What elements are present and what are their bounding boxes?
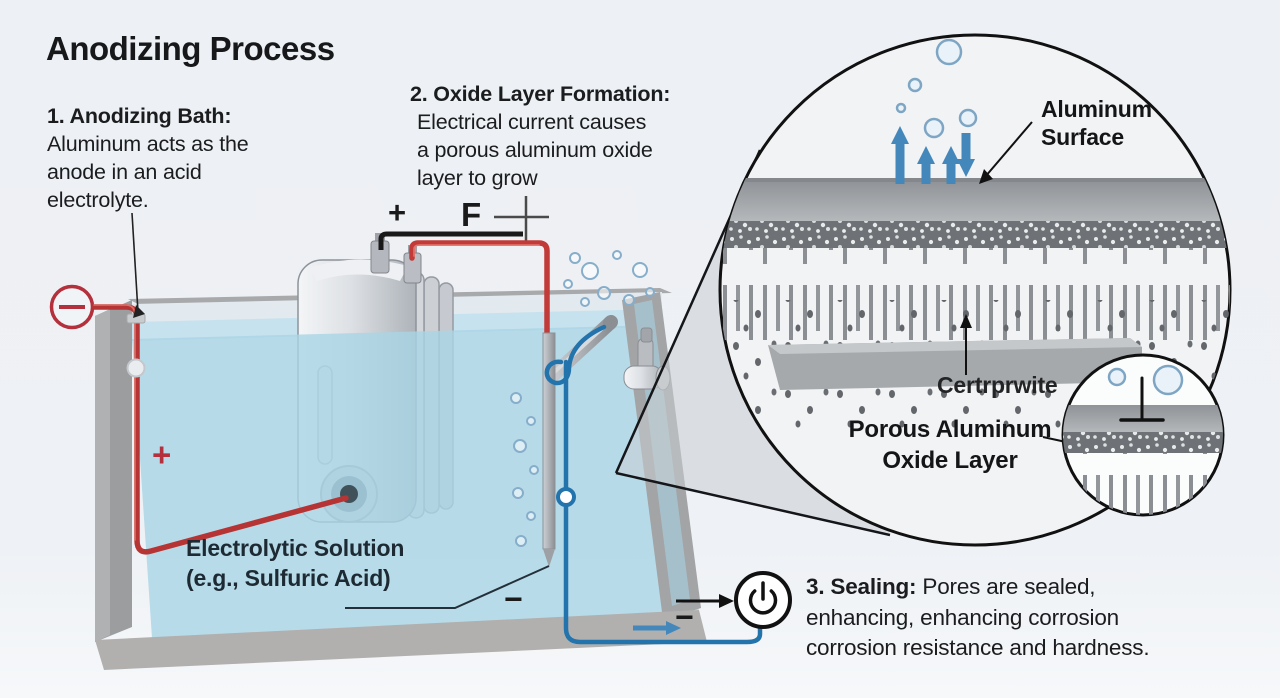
tank-left-wall-edge <box>95 309 110 642</box>
step2-heading: 2. Oxide Layer Formation: <box>410 82 671 106</box>
solution-line: (e.g., Sulfuric Acid) <box>186 565 391 592</box>
surface-label-line: Surface <box>1041 124 1124 151</box>
oxide-speckle-band <box>720 221 1230 248</box>
ion-arrows <box>891 126 975 184</box>
step3-line: corrosion resistance and hardness. <box>806 635 1150 661</box>
surface-label-arrow <box>979 121 1033 184</box>
liquid-front-face <box>132 325 699 638</box>
blue-wire <box>544 324 763 645</box>
page-title: Anodizing Process <box>46 30 335 67</box>
tank-base <box>95 610 707 670</box>
wire-bead <box>126 358 146 378</box>
step1-line: anode in an acid <box>47 159 202 184</box>
step3-line: Pores are sealed, <box>922 574 1096 599</box>
wire-node <box>556 487 576 507</box>
bubbles-sealing <box>1107 364 1184 396</box>
solution-line: Electrolytic Solution <box>186 535 405 561</box>
black-wire <box>378 231 523 250</box>
aluminum-surface-label: Aluminum Surface <box>1041 95 1152 151</box>
f-crosshair <box>494 196 549 241</box>
step1-line: Aluminum acts as the <box>47 131 249 156</box>
step2-line: a porous aluminum oxide <box>417 137 653 162</box>
center-pointer-arrow <box>960 314 972 375</box>
inset-center-label: Certrprwite <box>937 372 1058 398</box>
step1-line: electrolyte. <box>47 187 149 212</box>
step1-heading: 1. Anodizing Bath: <box>47 104 232 128</box>
step3-line: enhancing, enhancing corrosion <box>806 604 1119 630</box>
aluminum-surface-band <box>720 180 1230 222</box>
blue-flow-arrow <box>633 621 681 635</box>
seal-marker <box>1119 376 1165 422</box>
porous-label-line: Porous Aluminum <box>848 416 1052 443</box>
force-mark: F <box>461 196 481 233</box>
step2-line: layer to grow <box>417 165 538 190</box>
pointer-line-step1 <box>131 212 145 318</box>
cathode-minus-symbol: − <box>504 581 523 617</box>
circuit-minus-symbol: − <box>675 599 694 635</box>
bubbles-inset <box>895 38 978 139</box>
solution-label-line <box>345 565 550 609</box>
lower-slab <box>768 338 1142 390</box>
step2-line: Electrical current causes <box>417 109 647 134</box>
bubbles <box>510 250 655 547</box>
electrolytic-solution-label: Electrolytic Solution (e.g., Sulfuric Ac… <box>186 533 404 594</box>
step1-text: 1. Anodizing Bath: Aluminum acts as the … <box>47 103 249 215</box>
power-icon <box>734 571 792 629</box>
porous-oxide-label: Porous Aluminum Oxide Layer <box>845 414 1055 476</box>
anode-plus-symbol: + <box>152 436 172 473</box>
surface-label-line: Aluminum <box>1041 96 1152 122</box>
circuit-plus-symbol: + <box>388 195 406 230</box>
arrow-to-power <box>676 594 734 608</box>
step3-text: 3. Sealing: Pores are sealed, enhancing,… <box>806 572 1162 664</box>
step3-heading: 3. Sealing: <box>806 574 917 599</box>
porous-label-line: Oxide Layer <box>882 447 1018 475</box>
negative-terminal-icon <box>49 284 95 330</box>
step2-text: 2. Oxide Layer Formation: Electrical cur… <box>410 81 670 193</box>
red-wire-cathode <box>409 240 550 335</box>
